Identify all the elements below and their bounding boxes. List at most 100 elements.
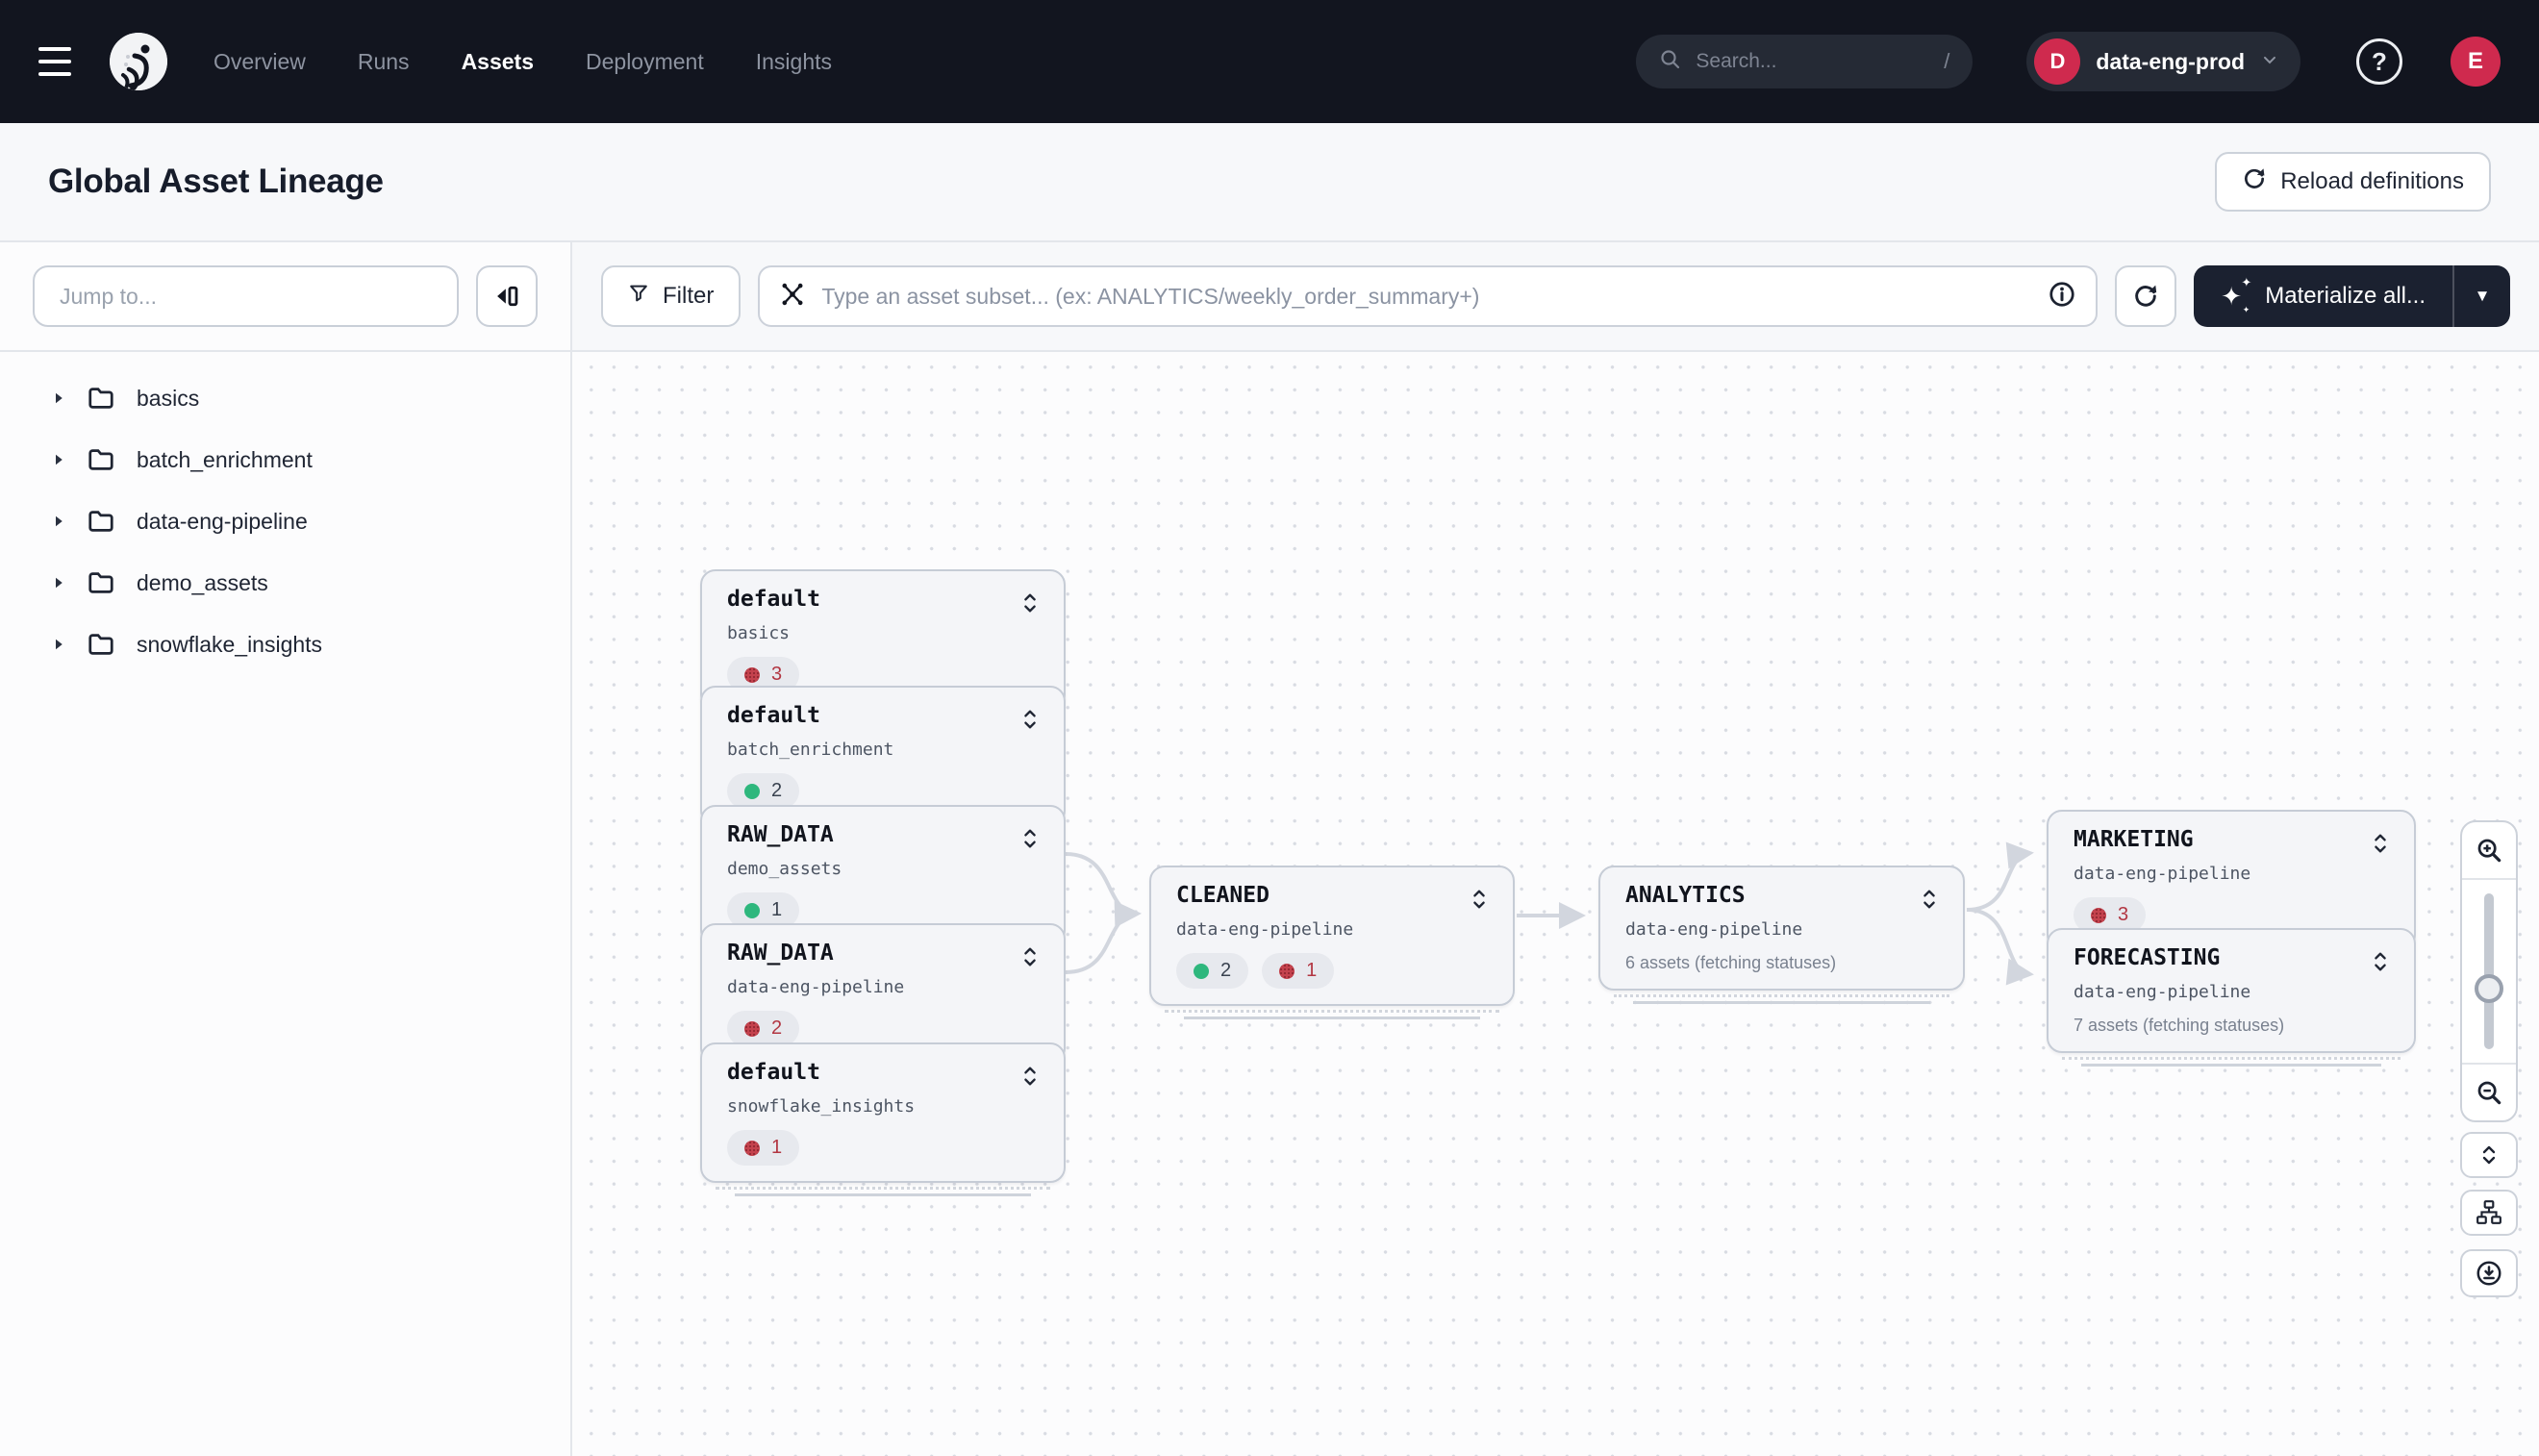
expand-collapse-groups-button[interactable] xyxy=(2460,1132,2518,1178)
group-status-text: 7 assets (fetching statuses) xyxy=(2074,1016,2391,1036)
materialize-all-split-button: ✦✦✦ Materialize all... ▼ xyxy=(2194,265,2510,327)
group-node-default-snowflake-insights[interactable]: default snowflake_insights 1 xyxy=(700,1042,1066,1183)
unfold-icon[interactable] xyxy=(1469,887,1490,916)
nav-item-overview[interactable]: Overview xyxy=(214,49,306,75)
info-icon[interactable] xyxy=(2048,280,2076,314)
reload-definitions-button[interactable]: Reload definitions xyxy=(2215,152,2491,212)
primary-nav: Overview Runs Assets Deployment Insights xyxy=(214,49,832,75)
filter-icon xyxy=(628,283,649,311)
collapse-sidebar-button[interactable] xyxy=(476,265,538,327)
folder-icon xyxy=(87,507,115,536)
group-node-analytics[interactable]: ANALYTICS data-eng-pipeline 6 assets (fe… xyxy=(1598,866,1965,991)
filter-button[interactable]: Filter xyxy=(601,265,741,327)
caret-right-icon[interactable] xyxy=(50,574,87,591)
graph-toolbar: Filter xyxy=(572,242,2539,352)
group-title: default xyxy=(727,587,820,612)
caret-right-icon[interactable] xyxy=(50,451,87,468)
nav-item-insights[interactable]: Insights xyxy=(756,49,832,75)
search-shortcut-hint: / xyxy=(1944,49,1949,74)
zoom-out-button[interactable] xyxy=(2462,1063,2516,1120)
sidebar-item-demo-assets[interactable]: demo_assets xyxy=(0,552,570,614)
status-pill-success[interactable]: 2 xyxy=(1176,953,1248,989)
unfold-icon[interactable] xyxy=(1019,590,1041,620)
unfold-icon[interactable] xyxy=(2370,831,2391,861)
group-title: RAW_DATA xyxy=(727,822,834,847)
search-icon xyxy=(1659,48,1682,76)
unfold-icon[interactable] xyxy=(1019,944,1041,974)
lineage-canvas[interactable]: default basics 3 default batch_enrichmen… xyxy=(572,352,2539,1456)
error-dot-icon xyxy=(744,667,760,683)
group-tree: basics batch_enrichment data-eng-pipelin… xyxy=(0,352,570,675)
group-status-text: 6 assets (fetching statuses) xyxy=(1625,953,1940,973)
group-title: ANALYTICS xyxy=(1625,883,1746,908)
nav-item-assets[interactable]: Assets xyxy=(462,49,534,75)
user-avatar[interactable]: E xyxy=(2451,37,2501,87)
zoom-slider[interactable] xyxy=(2462,880,2516,1063)
status-pill-error[interactable]: 1 xyxy=(727,1130,799,1166)
group-node-cleaned[interactable]: CLEANED data-eng-pipeline 2 1 xyxy=(1149,866,1515,1006)
dagster-logo-icon[interactable] xyxy=(110,33,167,90)
error-dot-icon xyxy=(2091,908,2106,923)
asset-subset-input[interactable] xyxy=(821,284,2032,310)
group-title: CLEANED xyxy=(1176,883,1270,908)
deployment-badge: D xyxy=(2034,38,2080,85)
download-image-button[interactable] xyxy=(2460,1249,2518,1297)
error-dot-icon xyxy=(744,1021,760,1037)
deployment-switcher[interactable]: D data-eng-prod xyxy=(2026,32,2300,91)
materialize-options-caret[interactable]: ▼ xyxy=(2454,265,2510,327)
group-title: default xyxy=(727,1060,820,1085)
graph-layout-icon-button[interactable] xyxy=(2460,1190,2518,1236)
group-subtitle: data-eng-pipeline xyxy=(1176,919,1490,940)
caret-right-icon[interactable] xyxy=(50,513,87,530)
group-title: FORECASTING xyxy=(2074,945,2220,970)
group-subtitle: data-eng-pipeline xyxy=(2074,864,2391,884)
success-dot-icon xyxy=(744,903,760,918)
folder-icon xyxy=(87,630,115,659)
unfold-icon[interactable] xyxy=(2370,949,2391,979)
global-search[interactable]: / xyxy=(1636,35,1973,88)
group-node-forecasting[interactable]: FORECASTING data-eng-pipeline 7 assets (… xyxy=(2047,928,2416,1053)
group-subtitle: data-eng-pipeline xyxy=(727,977,1041,997)
search-input[interactable] xyxy=(1696,50,1930,73)
zoom-slider-track[interactable] xyxy=(2484,893,2494,1049)
status-pill-error[interactable]: 2 xyxy=(727,1011,799,1046)
help-icon[interactable]: ? xyxy=(2356,38,2402,85)
asset-subset-field[interactable] xyxy=(758,265,2098,327)
sidebar-item-basics[interactable]: basics xyxy=(0,367,570,429)
asset-groups-sidebar: basics batch_enrichment data-eng-pipelin… xyxy=(0,242,572,1456)
group-subtitle: demo_assets xyxy=(727,859,1041,879)
materialize-all-button[interactable]: ✦✦✦ Materialize all... xyxy=(2194,265,2452,327)
zoom-in-button[interactable] xyxy=(2462,822,2516,880)
hamburger-menu-icon[interactable] xyxy=(38,47,81,76)
unfold-icon[interactable] xyxy=(1019,707,1041,737)
refresh-graph-button[interactable] xyxy=(2115,265,2176,327)
reload-icon xyxy=(2242,166,2267,198)
sparkle-icon: ✦✦✦ xyxy=(2221,282,2250,311)
nav-item-runs[interactable]: Runs xyxy=(358,49,410,75)
nav-item-deployment[interactable]: Deployment xyxy=(586,49,704,75)
status-pill-success[interactable]: 2 xyxy=(727,773,799,809)
lineage-graph-pane: Filter xyxy=(572,242,2539,1456)
jump-to-input[interactable] xyxy=(33,265,459,327)
status-pill-error[interactable]: 1 xyxy=(1262,953,1334,989)
caret-right-icon[interactable] xyxy=(50,389,87,407)
unfold-icon[interactable] xyxy=(1919,887,1940,916)
page-title: Global Asset Lineage xyxy=(48,163,384,201)
group-title: MARKETING xyxy=(2074,827,2194,852)
caret-right-icon[interactable] xyxy=(50,636,87,653)
chevron-down-icon xyxy=(2260,50,2279,74)
group-title: RAW_DATA xyxy=(727,941,834,966)
unfold-icon[interactable] xyxy=(1019,826,1041,856)
unfold-icon[interactable] xyxy=(1019,1064,1041,1093)
asset-graph-icon xyxy=(779,281,806,313)
folder-icon xyxy=(87,568,115,597)
page-header: Global Asset Lineage Reload definitions xyxy=(0,123,2539,242)
sidebar-item-snowflake-insights[interactable]: snowflake_insights xyxy=(0,614,570,675)
error-dot-icon xyxy=(1279,964,1295,979)
sidebar-item-data-eng-pipeline[interactable]: data-eng-pipeline xyxy=(0,490,570,552)
group-subtitle: basics xyxy=(727,623,1041,643)
zoom-slider-thumb[interactable] xyxy=(2475,974,2503,1003)
deployment-name: data-eng-prod xyxy=(2096,49,2245,75)
sidebar-item-batch-enrichment[interactable]: batch_enrichment xyxy=(0,429,570,490)
